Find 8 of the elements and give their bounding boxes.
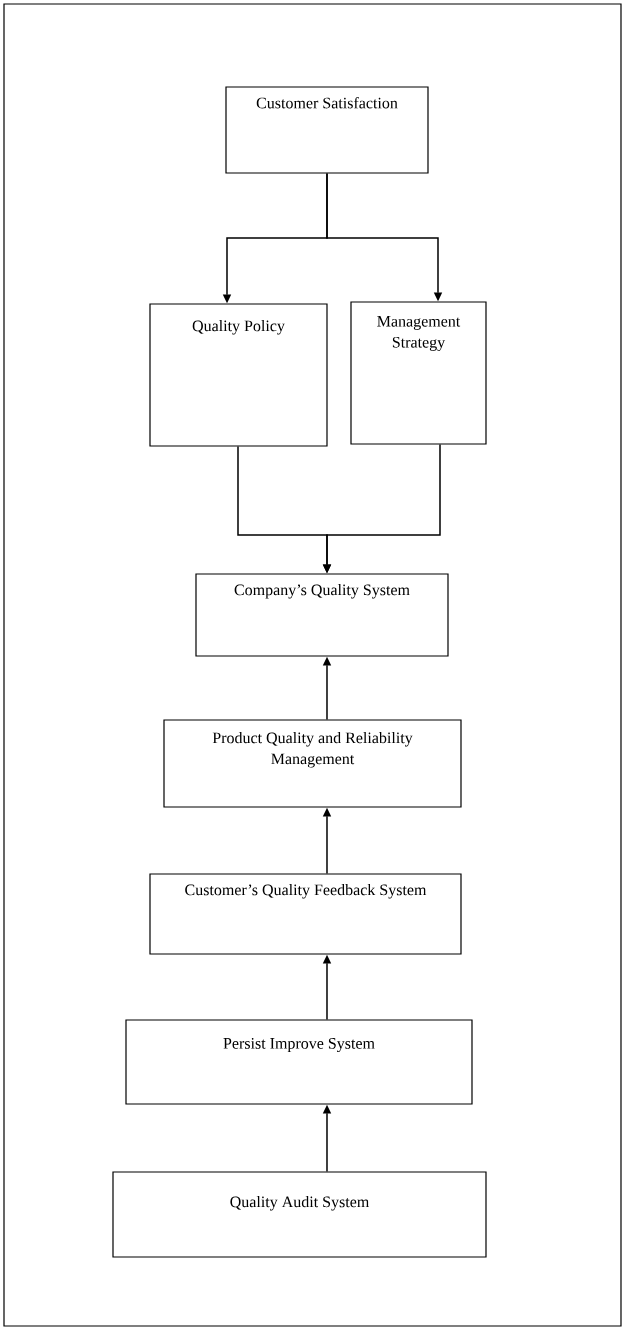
- process-box: Quality Audit System: [112, 1171, 487, 1258]
- process-box: Customer Satisfaction: [225, 86, 429, 174]
- process-box: Company’s Quality System: [195, 573, 449, 657]
- process-box: Product Quality and Reliability Management: [163, 719, 462, 808]
- process-box: Quality Policy: [149, 303, 328, 447]
- process-box: Management Strategy: [350, 301, 487, 445]
- process-box: Persist Improve System: [125, 1019, 473, 1105]
- process-box: Customer’s Quality Feedback System: [149, 873, 462, 955]
